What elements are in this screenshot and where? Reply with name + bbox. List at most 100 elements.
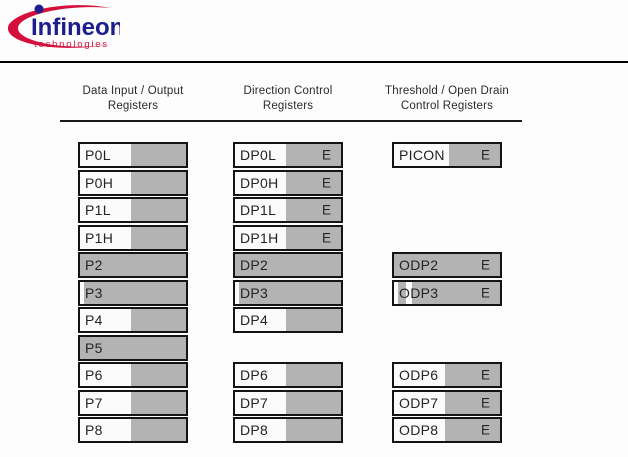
register-bit-fill [80, 199, 186, 221]
register-label: ODP2 [399, 257, 439, 273]
register-bit-fill [394, 419, 500, 441]
register-box-p7: P7 [78, 389, 188, 416]
column-title-line: Threshold / Open Drain [385, 85, 509, 97]
register-bit-fill [80, 226, 186, 249]
register-bit-fill [394, 391, 500, 414]
reserved-bits-segment [285, 391, 341, 414]
register-e-flag: E [480, 422, 490, 438]
register-label: DP8 [240, 422, 269, 438]
register-bit-fill [394, 144, 500, 166]
register-box-p6: P6 [78, 362, 188, 388]
register-label: DP4 [240, 312, 269, 328]
reserved-bits-segment [130, 419, 186, 441]
register-label: DP7 [240, 394, 269, 411]
register-label: DP2 [240, 257, 269, 273]
reserved-bits-segment [84, 281, 186, 304]
implemented-bits-segment [235, 226, 286, 249]
register-box-p2: P2 [78, 252, 188, 278]
reserved-bits-segment [239, 281, 341, 304]
reserved-bits-segment [130, 226, 186, 249]
implemented-bits-segment [80, 171, 131, 194]
register-box-odp3: ODP3 E [392, 279, 502, 306]
implemented-bits-segment [394, 144, 450, 166]
register-label: ODP8 [399, 422, 439, 438]
register-e-flag: E [480, 367, 490, 383]
reserved-bits-segment [285, 309, 341, 331]
register-e-flag: E [321, 230, 331, 245]
register-box-p5: P5 [78, 334, 188, 361]
register-label: DP3 [240, 284, 269, 301]
reserved-bits-segment [285, 419, 341, 441]
reserved-bits-segment [444, 391, 500, 414]
register-label: DP6 [240, 367, 269, 383]
infineon-swoosh-icon: Infineon technologies [7, 4, 124, 50]
register-bit-fill [80, 171, 186, 194]
register-bit-fill [235, 281, 341, 304]
register-label: P4 [85, 312, 103, 328]
register-label: P1H [85, 229, 114, 246]
register-bit-fill [80, 254, 186, 276]
register-bit-fill [235, 419, 341, 441]
column-title-direction-control: Direction Control Registers [203, 84, 373, 114]
implemented-bits-segment [80, 419, 131, 441]
implemented-bits-segment [235, 144, 286, 166]
header-divider-rule [0, 61, 628, 63]
register-label: P6 [85, 367, 103, 383]
register-bit-fill [80, 419, 186, 441]
register-label: DP1L [240, 202, 277, 218]
column-title-line: Direction Control [243, 85, 333, 97]
register-bit-fill [394, 364, 500, 386]
register-box-odp2: ODP2 E [392, 252, 502, 278]
implemented-bits-segment [235, 199, 286, 221]
register-e-flag: E [321, 147, 331, 163]
register-box-p3: P3 [78, 279, 188, 306]
register-box-p0h: P0H [78, 169, 188, 196]
implemented-bits-segment [405, 281, 412, 304]
register-e-flag: E [480, 395, 490, 410]
implemented-bits-segment [235, 171, 286, 194]
register-bit-fill [235, 171, 341, 194]
register-label: P1L [85, 202, 111, 218]
register-bit-fill [80, 144, 186, 166]
register-e-flag: E [321, 202, 331, 218]
implemented-bits-segment [235, 281, 240, 304]
logo-dot-icon [34, 4, 44, 14]
reserved-bits-segment [130, 391, 186, 414]
reserved-bits-segment [394, 254, 500, 276]
reserved-bits-segment [412, 281, 500, 304]
register-box-dp2: DP2 [233, 252, 343, 278]
register-label: P2 [85, 257, 103, 273]
register-box-odp8: ODP8 E [392, 417, 502, 443]
register-box-p0l: P0L [78, 142, 188, 168]
column-title-data-io: Data Input / Output Registers [48, 84, 218, 114]
register-bit-fill [80, 281, 186, 304]
register-bit-fill [394, 281, 500, 304]
reserved-bits-segment [285, 144, 341, 166]
register-bit-fill [235, 254, 341, 276]
register-e-flag: E [480, 147, 490, 163]
register-box-dp4: DP4 [233, 307, 343, 333]
register-label: ODP3 [399, 284, 439, 301]
reserved-bits-segment [285, 199, 341, 221]
logo-brand-text: Infineon [31, 14, 120, 41]
register-e-flag: E [480, 257, 490, 273]
register-box-p1h: P1H [78, 224, 188, 251]
implemented-bits-segment [80, 226, 131, 249]
implemented-bits-segment [80, 364, 131, 386]
register-label: P3 [85, 284, 103, 301]
register-label: P8 [85, 422, 103, 438]
register-box-p1l: P1L [78, 197, 188, 223]
register-bit-fill [80, 309, 186, 331]
reserved-bits-segment [285, 364, 341, 386]
register-label: DP0H [240, 174, 279, 191]
register-box-dp8: DP8 [233, 417, 343, 443]
register-label: ODP7 [399, 394, 439, 411]
register-box-p8: P8 [78, 417, 188, 443]
implemented-bits-segment [80, 144, 131, 166]
register-e-flag: E [480, 285, 490, 300]
reserved-bits-segment [130, 171, 186, 194]
implemented-bits-segment [80, 199, 131, 221]
